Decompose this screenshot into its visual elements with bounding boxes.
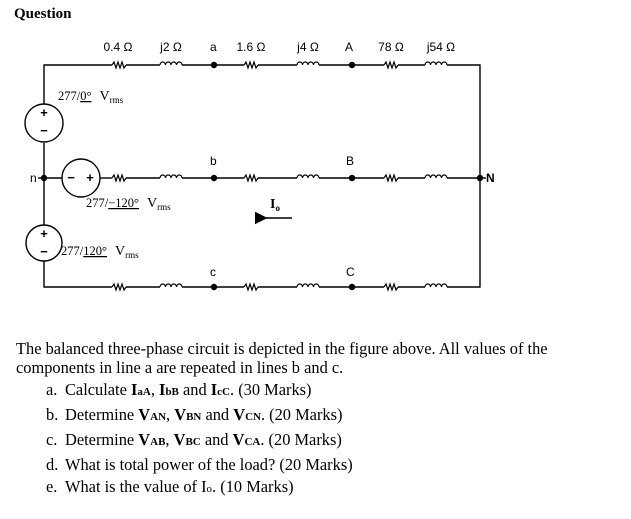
resistor-78-b [383, 173, 399, 183]
question-item-e: e.What is the value of Io. (10 Marks) [46, 477, 294, 496]
inductor-j4-b [296, 174, 320, 179]
question-item-d: d.What is total power of the load? (20 M… [46, 455, 353, 474]
node-N-label: N [486, 171, 495, 185]
node-B-dot [348, 174, 356, 182]
problem-text: The balanced three-phase circuit is depi… [16, 339, 616, 502]
label-j2-ohm: j2 Ω [159, 40, 182, 54]
item-label: b. [46, 405, 59, 424]
node-a-label: a [210, 40, 217, 54]
question-heading: Question [14, 6, 72, 22]
question-item-c: c.Determine VAB, VBC and VCA. (20 Marks) [46, 430, 342, 449]
source-b-plus: + [86, 170, 94, 185]
node-n-dot [40, 174, 48, 182]
node-B-label: B [346, 154, 354, 168]
question-item-b: b.Determine VAN, VBN and VCN. (20 Marks) [46, 405, 343, 424]
resistor-0.4-a [111, 60, 127, 70]
item-label: c. [46, 430, 58, 449]
label-j4-ohm: j4 Ω [296, 40, 319, 54]
resistor-1.6-b [243, 173, 259, 183]
node-N-dot [476, 174, 484, 182]
resistor-1.6-c [243, 282, 259, 292]
resistor-0.4-c [111, 282, 127, 292]
question-item-a: a.Calculate IaA, IbB and IcC. (30 Marks) [46, 380, 312, 399]
current-io-label: Io [270, 197, 280, 213]
node-A-label: A [345, 40, 353, 54]
resistor-0.4-b [111, 173, 127, 183]
source-b-symbol [61, 158, 101, 198]
source-c-symbol [25, 224, 63, 262]
resistor-78-c [383, 282, 399, 292]
label-1.6-ohm: 1.6 Ω [237, 40, 266, 54]
problem-statement: The balanced three-phase circuit is depi… [16, 339, 548, 377]
source-b-label: 277/−120°Vrms [86, 196, 171, 212]
node-C-dot [348, 283, 356, 291]
inductor-j2-b [159, 174, 183, 179]
question-list: a.Calculate IaA, IbB and IcC. (30 Marks)… [16, 380, 616, 499]
inductor-j4-c [296, 283, 320, 288]
source-a-plus: + [40, 105, 48, 120]
source-c-plus: + [40, 226, 48, 241]
source-a-minus: − [40, 123, 48, 138]
node-a-dot [210, 61, 218, 69]
label-j54-ohm: j54 Ω [426, 40, 455, 54]
node-n-label: n [30, 171, 37, 185]
source-a-label: 277/0°Vrms [58, 89, 124, 105]
three-phase-circuit-diagram: + − − + + − 0.4 Ω j2 Ω 1.6 Ω j4 Ω 78 Ω j… [24, 40, 495, 292]
resistor-78-a [383, 60, 399, 70]
node-b-dot [210, 174, 218, 182]
inductor-j54-a [424, 61, 448, 66]
source-c-label: 277/120°Vrms [61, 244, 139, 260]
inductor-j2-a [159, 61, 183, 66]
node-c-dot [210, 283, 218, 291]
source-c-minus: − [40, 244, 48, 259]
node-b-label: b [210, 154, 217, 168]
source-b-minus: − [67, 170, 75, 185]
node-C-label: C [346, 265, 355, 279]
item-label: d. [46, 455, 59, 474]
inductor-j4-a [296, 61, 320, 66]
inductor-j54-c [424, 283, 448, 288]
inductor-j2-c [159, 283, 183, 288]
label-0.4-ohm: 0.4 Ω [104, 40, 133, 54]
source-a-symbol [24, 103, 64, 143]
item-label: a. [46, 380, 58, 399]
inductor-j54-b [424, 174, 448, 179]
node-c-label: c [210, 265, 216, 279]
item-label: e. [46, 477, 58, 496]
line-a-wire [43, 64, 112, 104]
node-A-dot [348, 61, 356, 69]
label-78-ohm: 78 Ω [378, 40, 404, 54]
resistor-1.6-a [243, 60, 259, 70]
